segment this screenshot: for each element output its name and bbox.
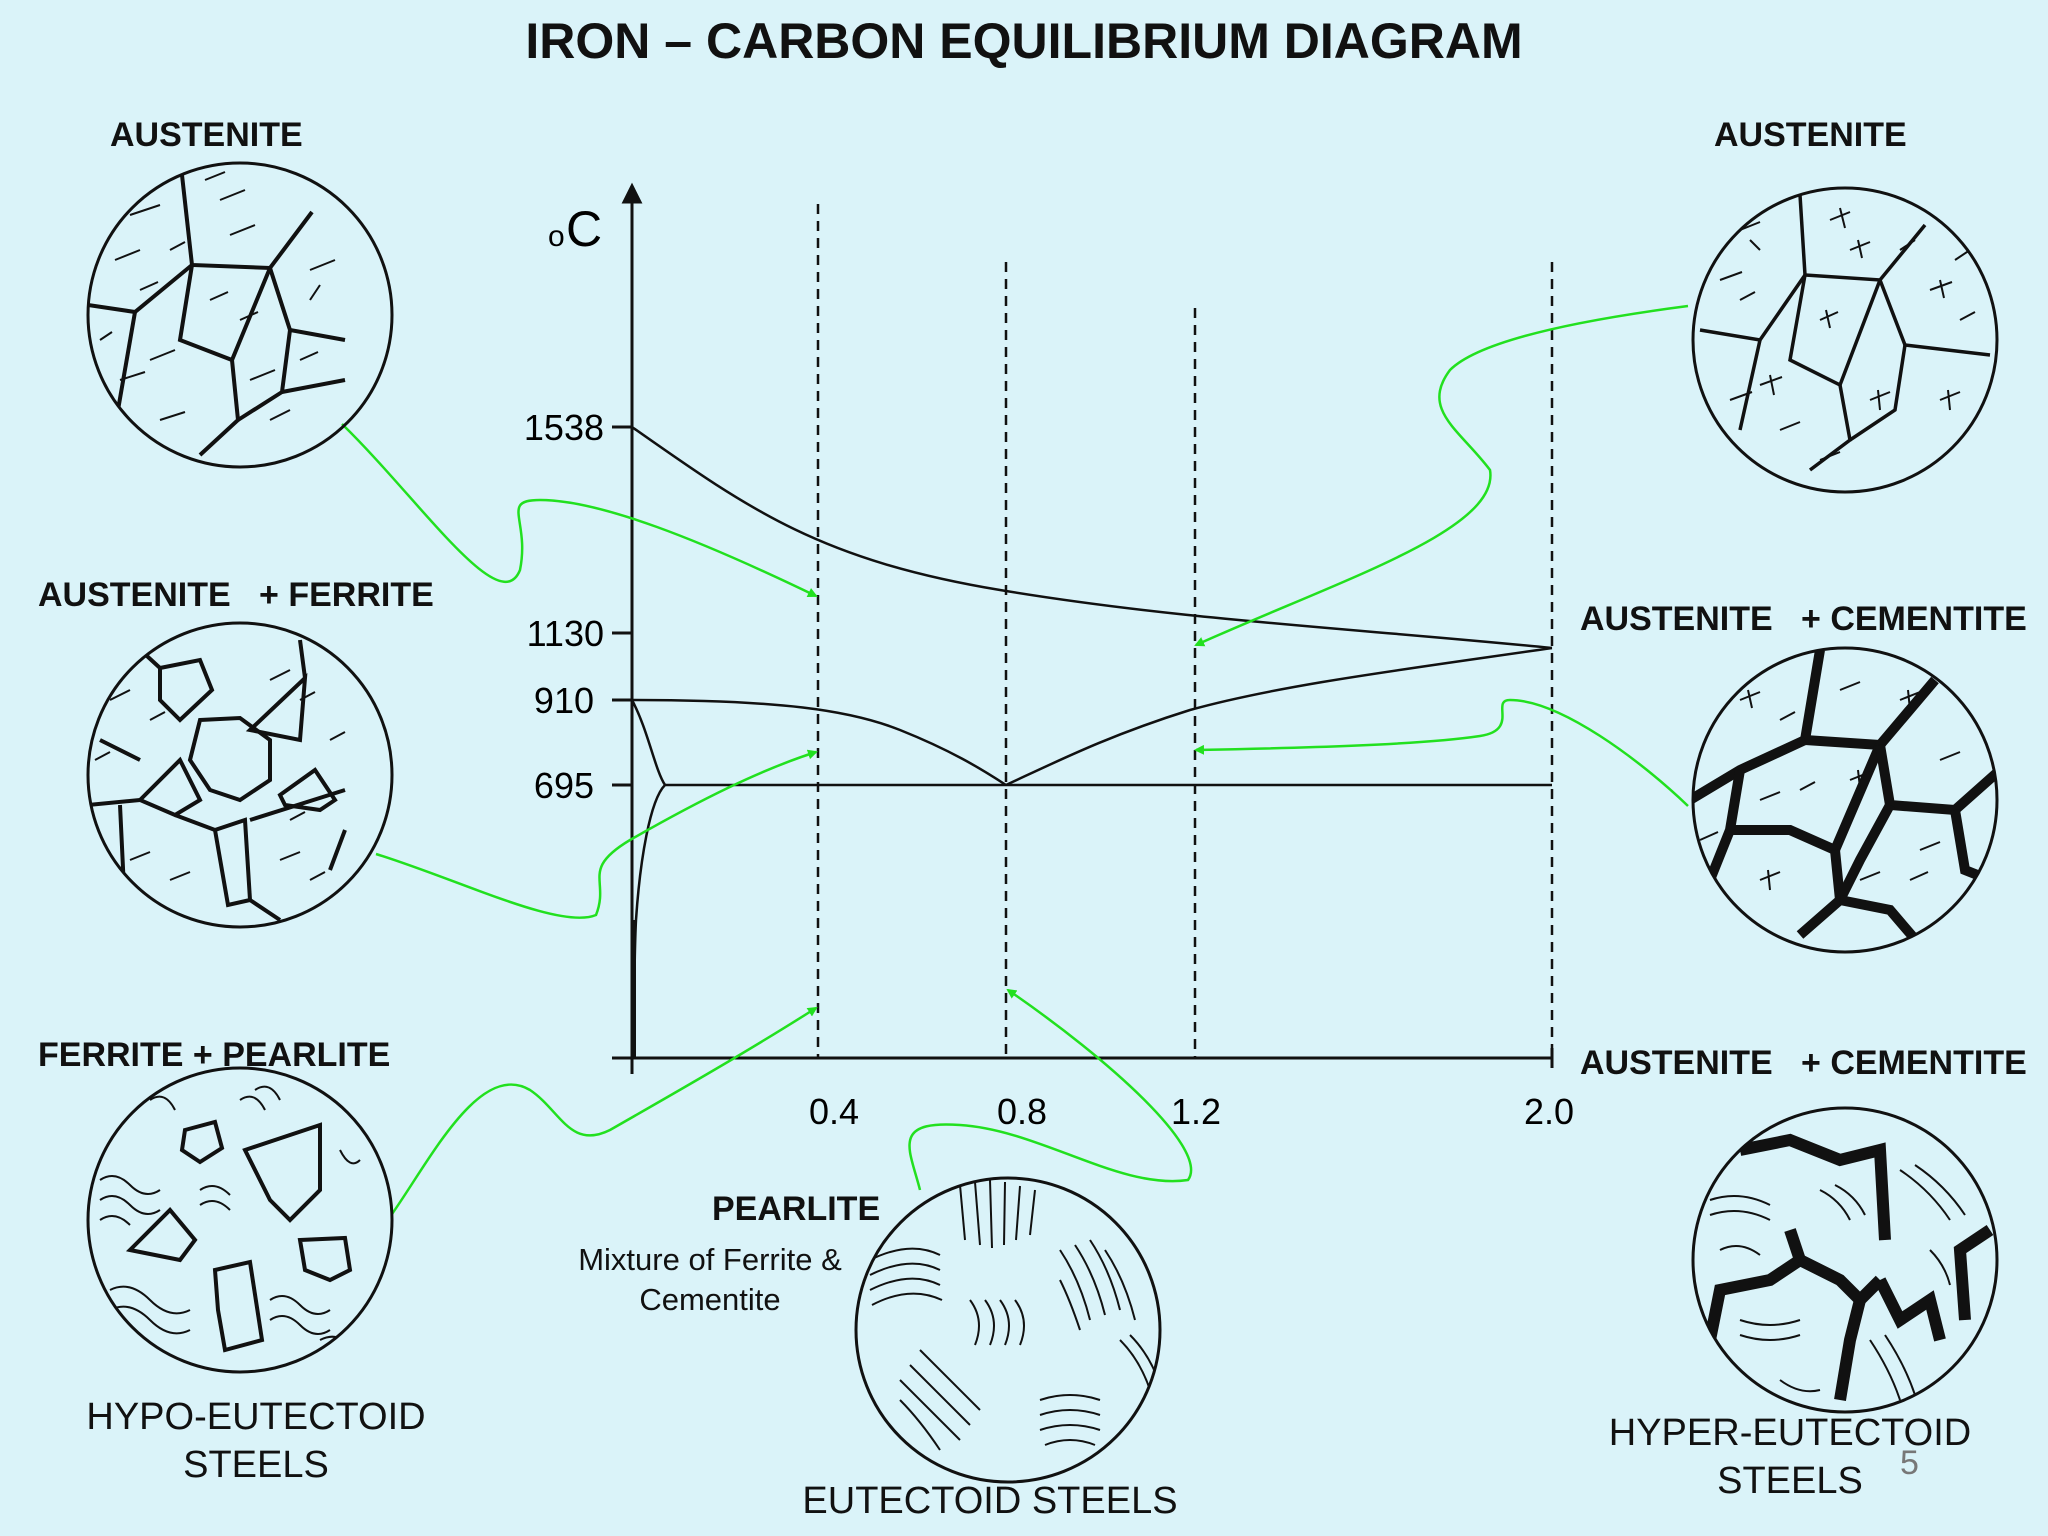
y-tick-label: 1130: [527, 613, 604, 654]
x-tick-label: 2.0: [1524, 1091, 1574, 1132]
arrow-austenite-ferrite-to-04: [375, 749, 818, 919]
page-title: IRON – CARBON EQUILIBRIUM DIAGRAM: [525, 13, 1523, 69]
y-tick-label: 695: [534, 765, 594, 806]
micrograph-pearlite-icon: [854, 1176, 1162, 1484]
phase-label-austenite-cementite: AUSTENITE + CEMENTITE: [1580, 600, 2027, 638]
micrograph-ferrite-pearlite-icon: [86, 1066, 394, 1374]
caption-hypo-line2: STEELS: [183, 1444, 329, 1486]
composition-lines: [816, 204, 1554, 1058]
pearlite-note-line2: Cementite: [639, 1282, 781, 1317]
y-tick-label: 1538: [524, 407, 604, 448]
arrow-austenite-to-04: [341, 423, 818, 598]
phase-label-ferrite-pearlite: FERRITE + PEARLITE: [38, 1036, 391, 1074]
x-tick-label: 0.8: [997, 1091, 1047, 1132]
x-tick-label: 1.2: [1171, 1091, 1221, 1132]
acm-line: [1005, 646, 1553, 787]
caption-hypo-line1: HYPO-EUTECTOID: [86, 1396, 426, 1438]
micrograph-hyper-austenite-icon: [1691, 186, 1999, 494]
slide-number: 5: [1900, 1444, 1919, 1482]
phase-label-austenite-right: AUSTENITE: [1714, 116, 1907, 154]
y-unit-sup: o: [548, 220, 565, 253]
a3-line: [631, 698, 1007, 787]
caption-eutectoid: EUTECTOID STEELS: [802, 1480, 1178, 1522]
y-axis-arrow-icon: [621, 182, 643, 204]
axes: [612, 182, 1554, 1074]
ferrite-solvus-curve: [630, 699, 667, 1059]
micrograph-austenite-ferrite-icon: [86, 621, 394, 929]
phase-label-austenite-ferrite: AUSTENITE + FERRITE: [38, 576, 434, 614]
arrow-austenite-to-12: [1194, 304, 1689, 647]
caption-hyper-line2: STEELS: [1717, 1460, 1863, 1502]
phase-label-austenite-cementite-lower: AUSTENITE + CEMENTITE: [1580, 1044, 2027, 1082]
arrow-austenite-cementite-to-12: [1194, 698, 1689, 807]
micrograph-hyper-pearlite-cementite-icon: [1691, 1106, 1999, 1414]
callout-arrows: [341, 304, 1689, 1215]
x-tick-label: 0.4: [809, 1091, 859, 1132]
pearlite-note-line1: Mixture of Ferrite &: [578, 1242, 842, 1277]
micrograph-austenite-cementite-icon: [1691, 646, 1999, 954]
phase-boundaries: [630, 425, 1553, 1059]
y-unit: C: [566, 201, 602, 257]
phase-label-austenite-left: AUSTENITE: [110, 116, 303, 154]
micrograph-austenite-icon: [86, 161, 394, 469]
arrow-ferrite-pearlite-to-04: [390, 1006, 818, 1215]
phase-label-pearlite: PEARLITE: [712, 1190, 881, 1228]
arrow-pearlite-to-08: [908, 988, 1193, 1191]
liquidus-upper-curve: [631, 425, 1553, 650]
caption-hyper-line1: HYPER-EUTECTOID: [1608, 1412, 1972, 1454]
y-tick-label: 910: [534, 680, 594, 721]
